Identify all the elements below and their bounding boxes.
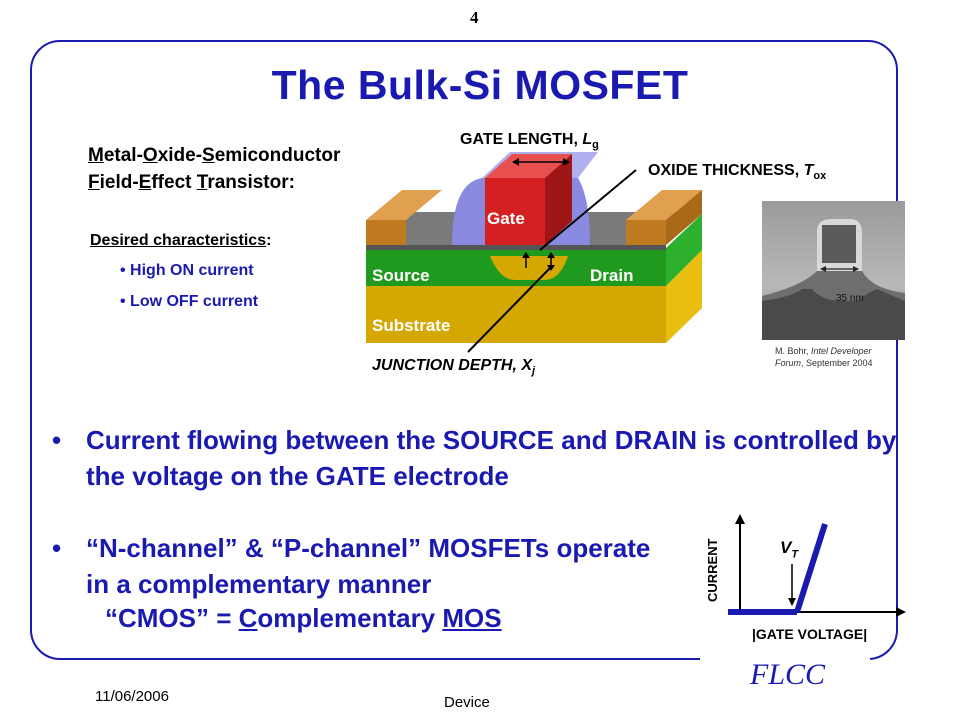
drain-label: Drain [590, 266, 634, 285]
well-side [666, 214, 702, 286]
oxide-pointer [539, 169, 637, 251]
flcc-logo: FLCC [750, 658, 826, 691]
footer-device: Device [444, 694, 490, 711]
drain-contact [626, 220, 666, 245]
citation: M. Bohr, Intel Developer Forum, Septembe… [775, 346, 873, 368]
gate-label: Gate [487, 209, 525, 228]
bullet-current-flow: •Current flowing between the SOURCE and … [52, 425, 897, 491]
gate-length-label: GATE LENGTH, Lg [460, 131, 599, 152]
vt-label: VT [780, 538, 799, 561]
bullet-n-p-channel: •“N-channel” & “P-channel” MOSFETs opera… [52, 533, 651, 599]
definition-line-2: Field-Effect Transistor: [88, 172, 295, 193]
iv-ylabel: CURRENT [705, 538, 720, 602]
gate-top [485, 154, 572, 178]
junction-pointer [467, 267, 551, 353]
frame-gap [700, 650, 870, 670]
channel-region [490, 256, 568, 280]
feature-item: • High ON current [120, 262, 254, 279]
feature-item: • Low OFF current [120, 293, 259, 310]
sem-micrograph: 35 nm [762, 201, 905, 340]
sem-scale-label: 35 nm [836, 293, 864, 304]
source-contact-top [366, 190, 442, 220]
on-current-line [794, 523, 828, 613]
slide-title: The Bulk-Si MOSFET [271, 62, 689, 108]
spacer-left [452, 178, 490, 245]
substrate-side [666, 250, 702, 343]
drain-contact-top [626, 190, 702, 220]
iv-curve [728, 514, 906, 617]
drain-contact-side [666, 190, 702, 245]
page-number: 4 [470, 8, 479, 27]
source-contact [366, 220, 406, 245]
source-label: Source [372, 266, 430, 285]
iv-xlabel: |GATE VOLTAGE| [752, 626, 868, 642]
definition-line-1: Metal-Oxide-Semiconductor [88, 145, 341, 166]
mosfet-definition: Metal-Oxide-Semiconductor Field-Effect T… [88, 142, 340, 196]
oxide-thickness-label: OXIDE THICKNESS, Tox [648, 162, 827, 183]
desired-heading: Desired characteristics: [90, 232, 272, 249]
substrate-label: Substrate [372, 316, 451, 335]
substrate-front [366, 286, 666, 343]
slide-frame [30, 40, 898, 660]
cmos-definition: “CMOS” = Complementary MOS [105, 603, 502, 633]
oxide-front [366, 245, 666, 250]
gate-front [485, 178, 545, 245]
mosfet-diagram [366, 152, 702, 353]
junction-depth-label: JUNCTION DEPTH, Xj [372, 357, 536, 378]
gate-side [545, 154, 572, 245]
footer-date: 11/06/2006 [95, 688, 169, 705]
